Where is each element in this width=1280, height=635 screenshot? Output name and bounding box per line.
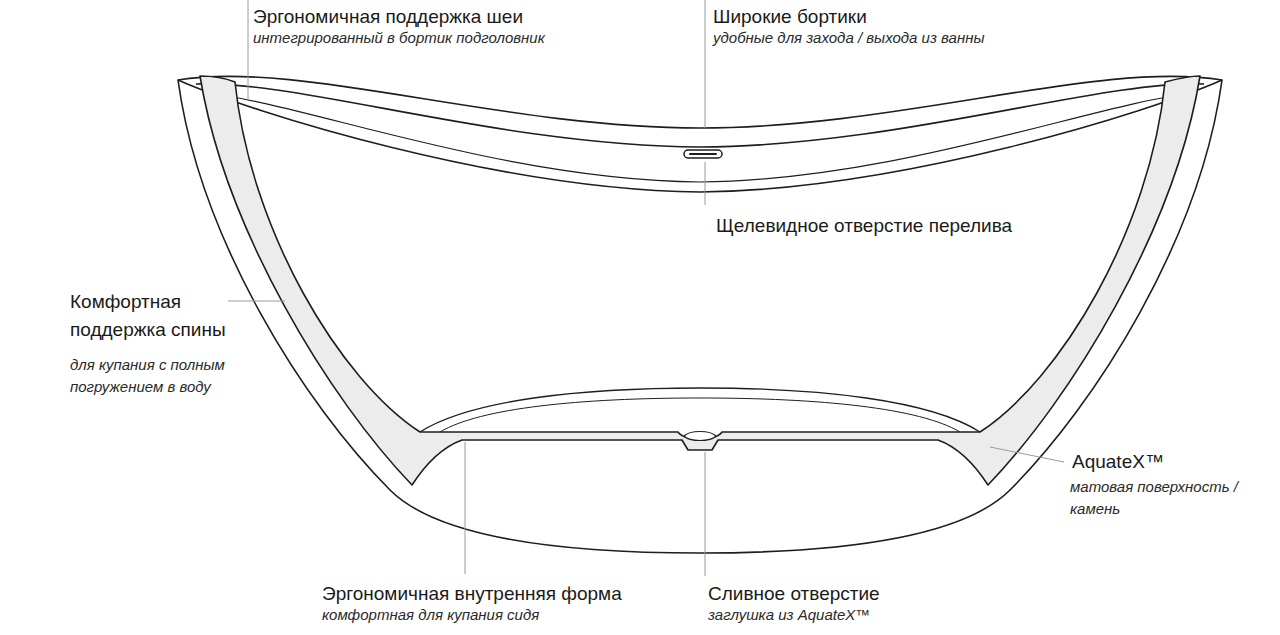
callout-note: матовая поверхность / камень [1070, 476, 1250, 520]
leader-line [705, 452, 706, 576]
rim-front-edge [178, 80, 1222, 192]
callout-title: Щелевидное отверстие перелива [716, 212, 1012, 240]
rim-inner-edge [205, 93, 1195, 182]
leader-line [705, 0, 706, 128]
callout-note: для купания с полным погружением в воду [70, 354, 260, 398]
overflow-slot-inner [689, 153, 717, 155]
leader-line [705, 162, 706, 205]
cut-section [200, 76, 1200, 485]
rim-inner-lip [196, 84, 1204, 147]
callout-note: удобные для захода / выхода из ванны [713, 27, 984, 49]
callout-title: Эргономичная внутренняя форма [322, 580, 622, 608]
callout-title: Эргономичная поддержка шеи [253, 3, 523, 31]
overflow-slot [684, 150, 722, 158]
floor-inner-edge [440, 398, 960, 432]
callout-title: AquateX™ [1072, 448, 1164, 476]
tub-body [178, 76, 1222, 553]
leader-line [465, 442, 466, 574]
callout-note: заглушка из AquateX™ [708, 604, 870, 626]
callout-title: Широкие бортики [713, 3, 867, 31]
callout-note: комфортная для купания сидя [322, 604, 539, 626]
floor-back-edge [420, 388, 980, 432]
leader-line [248, 0, 249, 100]
leader-line [228, 301, 285, 302]
callout-title: Комфортная поддержка спины [70, 288, 255, 344]
leader-line [990, 447, 1064, 462]
callout-title: Сливное отверстие [708, 580, 880, 608]
callout-note: интегрированный в бортик подголовник [253, 27, 545, 49]
drain [684, 432, 716, 441]
